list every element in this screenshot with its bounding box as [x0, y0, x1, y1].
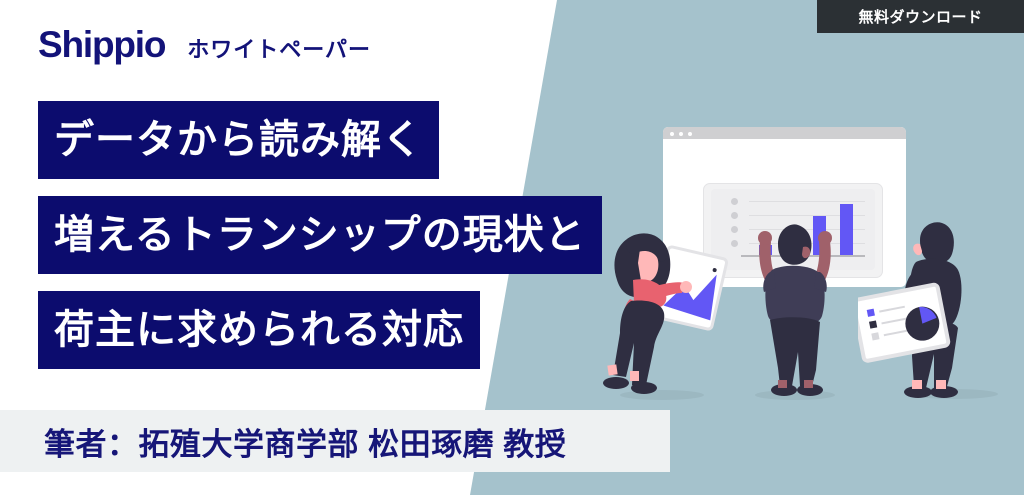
sleeve	[763, 272, 776, 292]
headline-line-1-text: データから読み解く	[54, 118, 423, 162]
chart-axis-dot-icon	[731, 226, 738, 233]
sleeve	[814, 272, 827, 292]
brand-row: Shippio ホワイトペーパー	[38, 26, 371, 63]
headline-line-2-text: 増えるトランシップの現状と	[54, 213, 586, 257]
browser-title-bar	[663, 127, 906, 139]
chart-gridline	[749, 215, 865, 216]
headline-line-3: 荷主に求められる対応	[38, 291, 480, 369]
legend-swatch	[869, 320, 878, 329]
browser-dot-icon	[670, 131, 674, 136]
pie-chart-card	[858, 282, 951, 363]
hair-front	[626, 233, 667, 262]
legend-swatch	[866, 308, 875, 317]
figure-man-with-report	[858, 222, 998, 399]
face	[638, 248, 659, 282]
shoe	[603, 377, 629, 389]
hand	[680, 281, 692, 293]
browser-dot-icon	[679, 131, 683, 136]
browser-dot-icon	[688, 131, 692, 136]
chart-bar	[840, 204, 853, 255]
pie-slice	[919, 306, 937, 324]
shirt	[765, 265, 825, 328]
pants	[770, 317, 820, 386]
hand	[818, 231, 832, 245]
pants	[613, 300, 665, 385]
author-text: 筆者：拓殖大学商学部 松田琢磨 教授	[44, 426, 567, 462]
chart-axis-dot-icon	[731, 198, 738, 205]
shippio-logo: Shippio	[38, 24, 166, 65]
free-download-badge-label: 無料ダウンロード	[858, 9, 983, 26]
chart-axis-dot-icon	[731, 212, 738, 219]
legend-line	[879, 305, 905, 313]
ankle	[607, 364, 618, 376]
shoe	[904, 386, 932, 398]
chart-gridline	[749, 201, 865, 202]
legend-line	[883, 329, 910, 337]
illustration	[600, 100, 1024, 400]
chart-axis-dot-icon	[731, 240, 738, 247]
figure-presenter	[755, 224, 835, 400]
legend-swatch	[871, 332, 880, 341]
chart-gridline	[749, 229, 865, 230]
headline-line-2: 増えるトランシップの現状と	[38, 196, 602, 274]
ankle	[912, 380, 922, 389]
figure-shadow	[620, 390, 704, 400]
ear	[802, 246, 811, 259]
shoe	[797, 384, 823, 396]
face	[913, 243, 922, 256]
whitepaper-label: ホワイトペーパー	[187, 37, 372, 62]
head	[920, 222, 954, 264]
headline-line-3-text: 荷主に求められる対応	[54, 308, 464, 352]
shoe	[771, 384, 797, 396]
figure-woman-with-tablet	[603, 233, 729, 400]
legend-line	[881, 317, 908, 325]
author-bar: 筆者：拓殖大学商学部 松田琢磨 教授	[0, 410, 670, 472]
arm	[652, 282, 684, 299]
ankle	[804, 380, 813, 388]
ankle	[630, 371, 639, 381]
hand	[758, 231, 772, 245]
free-download-badge[interactable]: 無料ダウンロード	[817, 0, 1024, 33]
shoe	[631, 382, 657, 394]
ankle	[936, 380, 946, 389]
headline-line-1: データから読み解く	[38, 101, 439, 179]
ankle	[778, 380, 787, 388]
head	[778, 224, 812, 265]
